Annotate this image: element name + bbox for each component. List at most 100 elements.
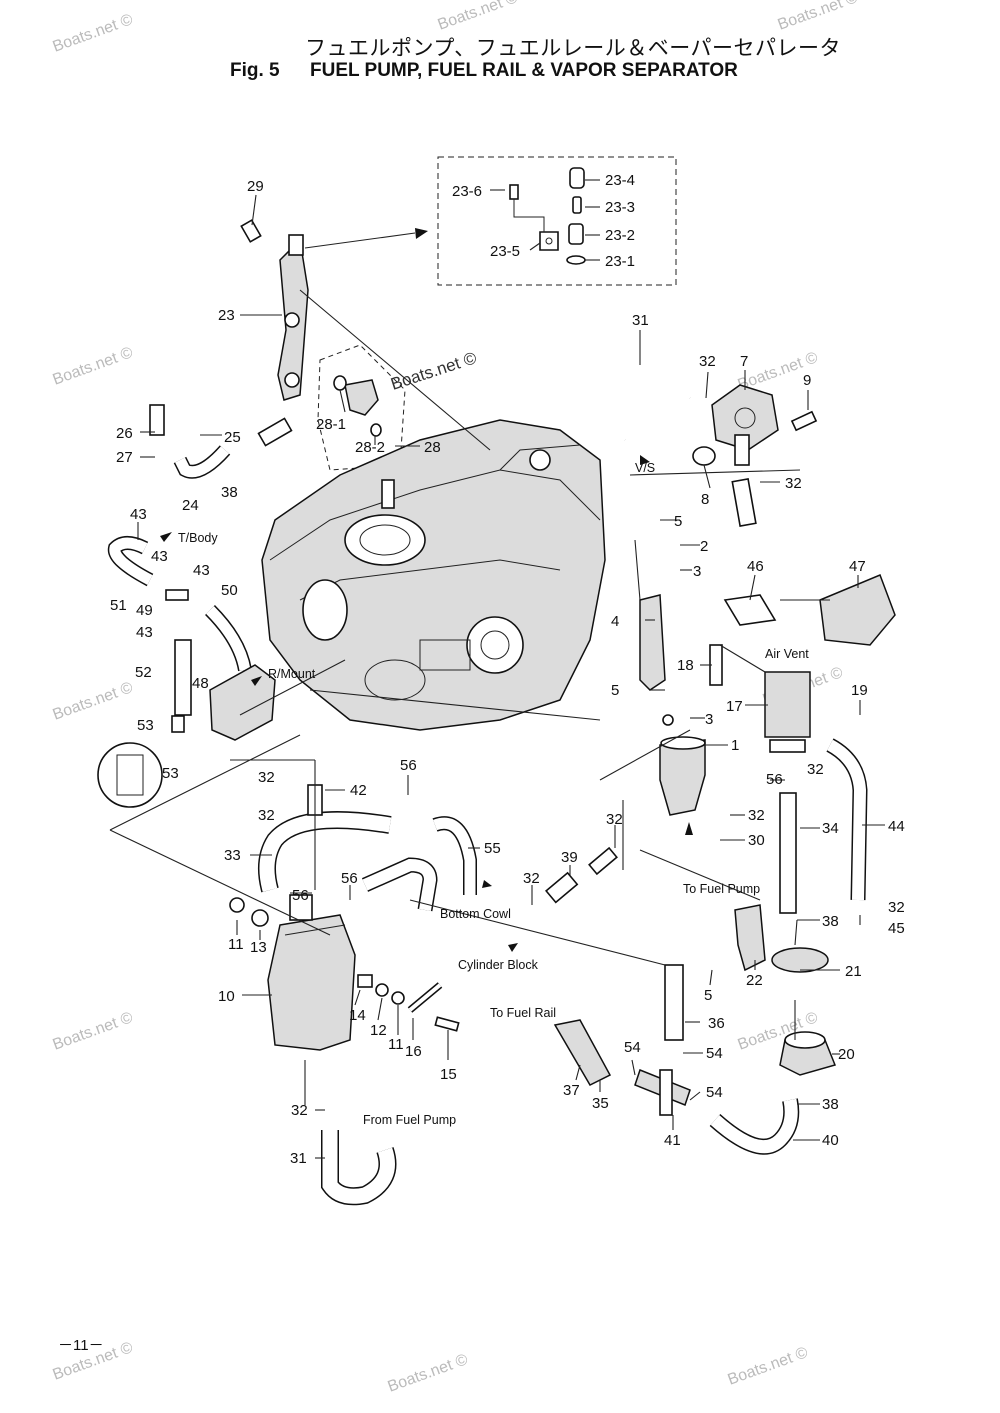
callout: 54	[624, 1039, 641, 1056]
callout: 16	[405, 1043, 422, 1060]
callout: 5	[611, 682, 619, 699]
t-joint	[553, 964, 691, 1116]
watermark: Boats.net ©	[51, 1009, 136, 1054]
watermark: Boats.net ©	[776, 0, 861, 34]
watermark: Boats.net ©	[51, 344, 136, 389]
callout: 37	[563, 1082, 580, 1099]
detail-circle-53	[97, 742, 163, 808]
callout: 23	[218, 307, 235, 324]
callout: 11	[388, 1036, 404, 1053]
callout: 56	[400, 757, 417, 774]
hose-52	[174, 639, 192, 716]
callout: 32	[807, 761, 824, 778]
callout: 38	[221, 484, 238, 501]
callout: 23-1	[605, 253, 635, 270]
callout: 42	[350, 782, 367, 799]
watermark: Boats.net ©	[726, 1344, 811, 1389]
callout: 32	[523, 870, 540, 887]
component-48	[209, 664, 276, 741]
detail-parts	[509, 167, 586, 265]
note-rmount: R/Mount	[268, 667, 316, 681]
watermark: Boats.net ©	[436, 0, 521, 34]
watermark: Boats.net ©	[51, 679, 136, 724]
hose-34	[779, 792, 797, 914]
callout: 25	[224, 429, 241, 446]
callout: 40	[822, 1132, 839, 1149]
callout: 23-5	[490, 243, 520, 260]
callout: 3	[705, 711, 713, 728]
direction-arrows	[160, 455, 693, 952]
callout: 54	[706, 1045, 723, 1062]
watermark: Boats.net ©	[386, 1351, 471, 1396]
hose-8	[731, 478, 757, 527]
callout: 32	[606, 811, 623, 828]
callout: 45	[888, 920, 905, 937]
callout: 14	[349, 1007, 366, 1024]
callout: 15	[440, 1066, 457, 1083]
detail-arrow-head	[415, 228, 428, 239]
callout: 41	[664, 1132, 681, 1149]
callout: 32	[699, 353, 716, 370]
callout: 27	[116, 449, 133, 466]
callout: 56	[341, 870, 358, 887]
callout: 5	[674, 513, 682, 530]
page-title-japanese: フュエルポンプ、フュエルレール＆ベーパーセパレータ	[305, 36, 842, 60]
callout: 54	[706, 1084, 723, 1101]
callout: 48	[192, 675, 209, 692]
hose-39	[545, 871, 579, 904]
callout: 34	[822, 820, 839, 837]
fuel-pump	[692, 384, 818, 466]
callout: 29	[247, 178, 264, 195]
callout: 49	[136, 602, 153, 619]
leader-lines	[109, 179, 885, 1159]
callout: 28-2	[355, 439, 385, 456]
detail-arrow	[304, 232, 416, 249]
hose-25	[257, 417, 293, 447]
callout: 26	[116, 425, 133, 442]
vapor-separator	[229, 894, 356, 1051]
callout: 33	[224, 847, 241, 864]
detail-box	[437, 156, 677, 286]
callout: 56	[766, 771, 783, 788]
note-air-vent: Air Vent	[765, 647, 809, 661]
note-from-fuel-pump: From Fuel Pump	[363, 1113, 456, 1127]
callout: 46	[747, 558, 764, 575]
annotations: V/S T/Body R/Mount Air Vent To Fuel Pump…	[178, 461, 809, 1127]
callout: 17	[726, 698, 743, 715]
note-cylinder-block: Cylinder Block	[458, 958, 539, 972]
callout: 20	[838, 1046, 855, 1063]
callout: 32	[748, 807, 765, 824]
page-title: FUEL PUMP, FUEL RAIL & VAPOR SEPARATOR	[310, 60, 738, 81]
callout: 55	[484, 840, 501, 857]
callout: 24	[182, 497, 199, 514]
callout: 5	[704, 987, 712, 1004]
callout: 32	[258, 807, 275, 824]
callout: 7	[740, 353, 748, 370]
callout: 13	[250, 939, 267, 956]
callout: 32	[888, 899, 905, 916]
callout: 32	[258, 769, 275, 786]
callout: 36	[708, 1015, 725, 1032]
hose-31-top	[591, 367, 691, 441]
engine-block	[261, 419, 606, 731]
callout-labels: 29 23-6 23-4 23-3 23-2 23-5 23-1 23 31 3…	[110, 172, 905, 1167]
callout: 50	[221, 582, 238, 599]
separator-cap	[764, 671, 811, 753]
note-bottom-cowl: Bottom Cowl	[440, 907, 511, 921]
callout: 31	[632, 312, 649, 329]
callout: 32	[785, 475, 802, 492]
callout: 9	[803, 372, 811, 389]
callout: 10	[218, 988, 235, 1005]
note-tbody: T/Body	[178, 531, 218, 545]
callout: 2	[700, 538, 708, 555]
callout: 30	[748, 832, 765, 849]
callout: 23-3	[605, 199, 635, 216]
callout: 12	[370, 1022, 387, 1039]
callout: 47	[849, 558, 866, 575]
note-to-fuel-rail: To Fuel Rail	[490, 1006, 556, 1020]
callout: 8	[701, 491, 709, 508]
callout: 31	[290, 1150, 307, 1167]
watermark: Boats.net ©	[51, 11, 136, 56]
callout: 23-4	[605, 172, 635, 189]
callout: 43	[136, 624, 153, 641]
